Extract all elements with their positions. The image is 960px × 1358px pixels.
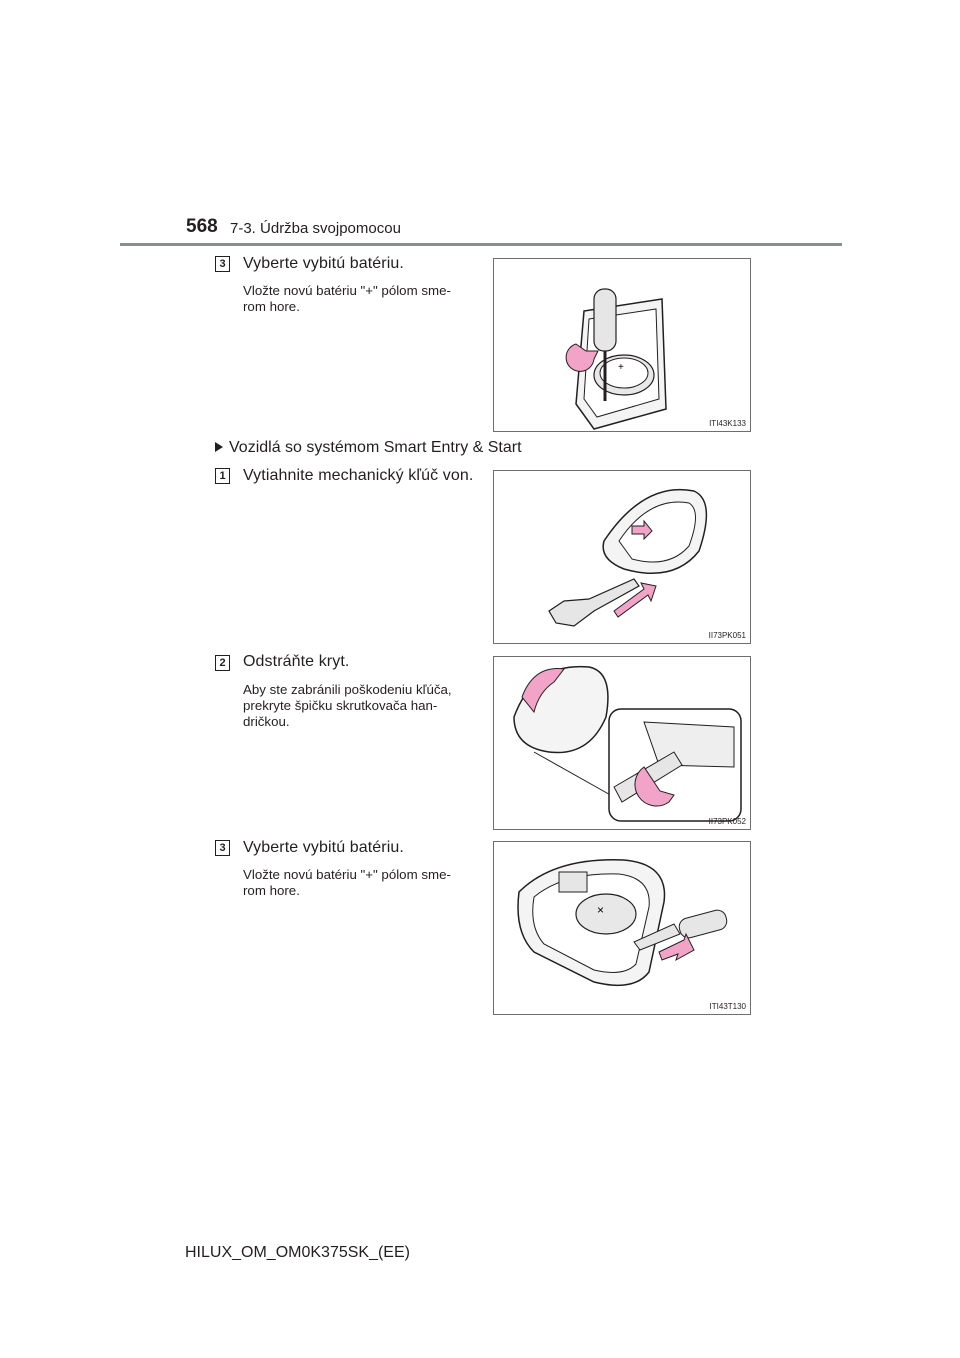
step-title: Vytiahnite mechanický kľúč von. <box>243 467 474 484</box>
footer-document-code: HILUX_OM_OM0K375SK_(EE) <box>185 1244 410 1261</box>
svg-text:×: × <box>597 903 604 917</box>
figure-pull-mechanical-key: II73PK051 <box>493 470 751 644</box>
step-number: 1 <box>215 468 230 484</box>
step-number: 3 <box>215 840 230 856</box>
step-title: Vyberte vybitú batériu. <box>243 255 404 272</box>
triangle-bullet-icon <box>215 442 223 452</box>
page-number: 568 <box>186 216 218 237</box>
figure-remove-battery-fob: × ITI43T130 <box>493 841 751 1015</box>
step-number: 3 <box>215 256 230 272</box>
step-title: Odstráňte kryt. <box>243 653 350 670</box>
subheading: Vozidlá so systémom Smart Entry & Start <box>215 439 522 457</box>
step-title: Vyberte vybitú batériu. <box>243 839 404 856</box>
figure-remove-battery-screwdriver: + ITI43K133 <box>493 258 751 432</box>
step-number: 2 <box>215 655 230 671</box>
figure-remove-cover: II73PK052 <box>493 656 751 830</box>
figure-code: ITI43T130 <box>709 1002 746 1011</box>
section-title: 7-3. Údržba svojpomocou <box>230 220 401 237</box>
svg-text:+: + <box>618 362 624 373</box>
step-note: Vložte novú batériu "+" pólom sme-rom ho… <box>243 283 451 314</box>
step-note: Aby ste zabránili poškodeniu kľúča,prekr… <box>243 682 452 729</box>
figure-code: II73PK051 <box>708 631 746 640</box>
header-rule <box>120 243 842 246</box>
figure-code: II73PK052 <box>708 817 746 826</box>
figure-code: ITI43K133 <box>709 419 746 428</box>
step-note: Vložte novú batériu "+" pólom sme-rom ho… <box>243 867 451 898</box>
